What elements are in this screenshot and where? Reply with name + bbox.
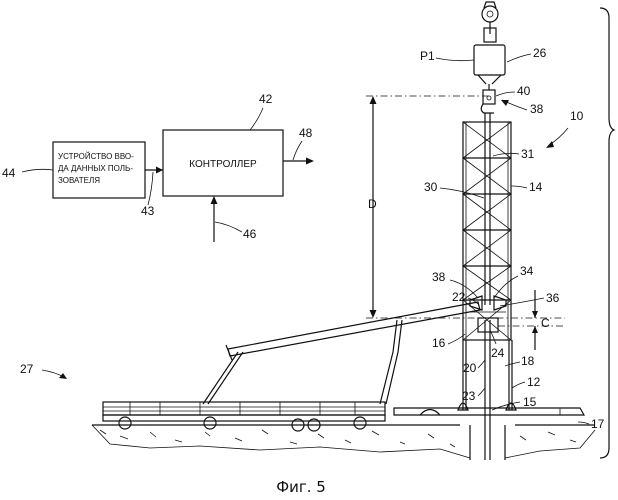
ref-31: 31 <box>521 147 535 161</box>
controller-input-arrowhead <box>211 196 218 204</box>
ref-34: 34 <box>520 264 534 278</box>
rig-drawing: 10 P1 26 40 38 <box>20 2 614 460</box>
ref-20: 20 <box>463 361 477 375</box>
ref-44: 44 <box>2 166 16 180</box>
user-input-device-line-2: ДА ДАННЫХ ПОЛЬ- <box>58 164 133 173</box>
link-arrowhead <box>156 167 163 174</box>
ref-16: 16 <box>432 336 446 350</box>
leader-48 <box>293 141 302 160</box>
block-diagram: УСТРОЙСТВО ВВО- ДА ДАННЫХ ПОЛЬ- ЗОВАТЕЛЯ… <box>2 92 314 242</box>
ref-15: 15 <box>523 395 537 409</box>
ref-43: 43 <box>141 204 155 218</box>
ref-23: 23 <box>462 389 476 403</box>
hoist-label-p1: P1 <box>420 49 435 63</box>
ref-36: 36 <box>546 291 560 305</box>
user-input-device-line-1: УСТРОЙСТВО ВВО- <box>58 152 134 161</box>
ref-42: 42 <box>259 92 273 106</box>
ref-22: 22 <box>452 290 466 304</box>
ref-38-top: 38 <box>530 102 544 116</box>
ref-17: 17 <box>591 417 605 431</box>
ref-30: 30 <box>424 180 438 194</box>
ref-18: 18 <box>521 354 535 368</box>
ref-24: 24 <box>491 346 505 360</box>
hoist-block <box>474 45 505 75</box>
ref-27: 27 <box>20 362 34 376</box>
leader-42 <box>250 108 263 130</box>
ground <box>92 425 595 460</box>
dimension-d <box>366 96 565 318</box>
ramp <box>203 302 480 404</box>
leader-44 <box>22 169 53 172</box>
ref-10: 10 <box>570 109 584 123</box>
ref-12: 12 <box>527 375 541 389</box>
crane-hook-top <box>482 2 498 42</box>
ref-38-low: 38 <box>432 270 446 284</box>
elevator-hook <box>481 84 495 113</box>
leader-46 <box>215 222 242 232</box>
controller-output-arrowhead <box>306 158 314 165</box>
label-c: C <box>541 316 550 330</box>
ref-46: 46 <box>243 227 257 241</box>
figure-caption: Фиг. 5 <box>276 478 326 496</box>
system-brace <box>600 8 614 458</box>
user-input-device-line-3: ЗОВАТЕЛЯ <box>58 176 100 185</box>
leader-43 <box>148 172 153 205</box>
ref-26: 26 <box>533 46 547 60</box>
ref-14: 14 <box>529 180 543 194</box>
ref-40: 40 <box>517 84 531 98</box>
controller-label: КОНТРОЛЛЕР <box>189 159 257 170</box>
ref-48: 48 <box>299 126 313 140</box>
trailer <box>103 402 385 431</box>
walkway <box>394 408 584 415</box>
label-d: D <box>368 197 377 211</box>
